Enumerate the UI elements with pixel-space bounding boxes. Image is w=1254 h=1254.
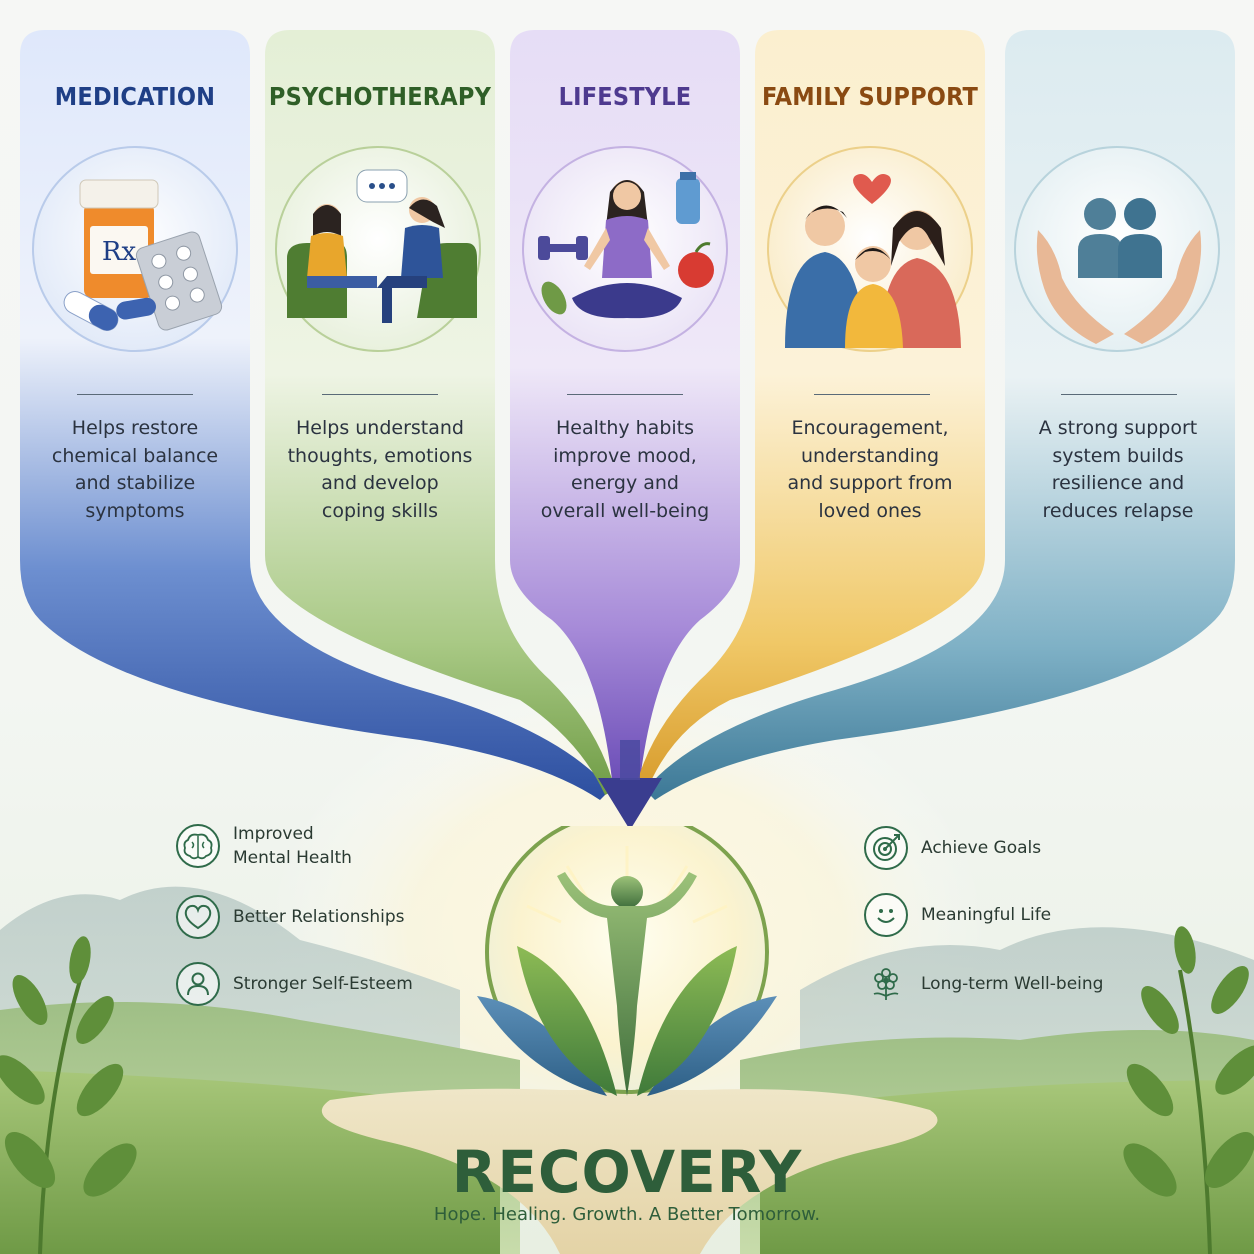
benefit-achieve-goals: Achieve Goals	[864, 826, 1041, 870]
medication-divider	[77, 394, 193, 395]
therapy-session-icon	[287, 169, 477, 323]
benefit-relationships: Better Relationships	[176, 895, 405, 939]
person-icon	[176, 962, 220, 1006]
smiley-icon	[864, 893, 908, 937]
recovery-title: RECOVERY	[451, 1138, 803, 1206]
family-support-divider	[814, 394, 930, 395]
psychotherapy-title: PSYCHOTHERAPY	[268, 82, 492, 111]
medication-title: MEDICATION	[54, 82, 216, 111]
family-icon	[785, 174, 961, 348]
medication-illustration: Rx	[32, 146, 238, 352]
support-illustration	[1014, 146, 1220, 352]
pill-bottle-icon: Rx	[63, 179, 223, 331]
family-support-description: Encouragement,understanding and support …	[787, 417, 953, 522]
left-foliage	[0, 936, 137, 1254]
support-divider	[1061, 394, 1177, 395]
lifestyle-title: LIFESTYLE	[558, 82, 692, 111]
benefit-meaningful-life: Meaningful Life	[864, 893, 1051, 937]
lifestyle-ribbon	[510, 30, 740, 780]
recovery-emblem	[477, 826, 777, 1096]
benefit-long-term-wellbeing: Long-term Well-being	[864, 962, 1103, 1006]
svg-text:Rx: Rx	[102, 237, 137, 267]
growing-person-icon	[557, 872, 697, 1096]
psychotherapy-divider	[322, 394, 438, 395]
flower-icon	[864, 962, 908, 1006]
target-icon	[864, 826, 908, 870]
benefit-self-esteem: Stronger Self-Esteem	[176, 962, 413, 1006]
brain-icon	[176, 824, 220, 868]
recovery-tagline: Hope. Healing. Growth. A Better Tomorrow…	[433, 1204, 821, 1225]
down-arrow-icon	[598, 778, 662, 830]
family-support-title: FAMILY SUPPORT	[761, 82, 979, 111]
lifestyle-divider	[567, 394, 683, 395]
family-support-illustration	[767, 146, 973, 352]
lifestyle-illustration	[522, 146, 728, 352]
heart-icon	[176, 895, 220, 939]
right-foliage	[1123, 926, 1254, 1254]
psychotherapy-illustration	[275, 146, 481, 352]
support-hands-icon	[1036, 198, 1202, 344]
meditation-icon	[538, 172, 714, 319]
